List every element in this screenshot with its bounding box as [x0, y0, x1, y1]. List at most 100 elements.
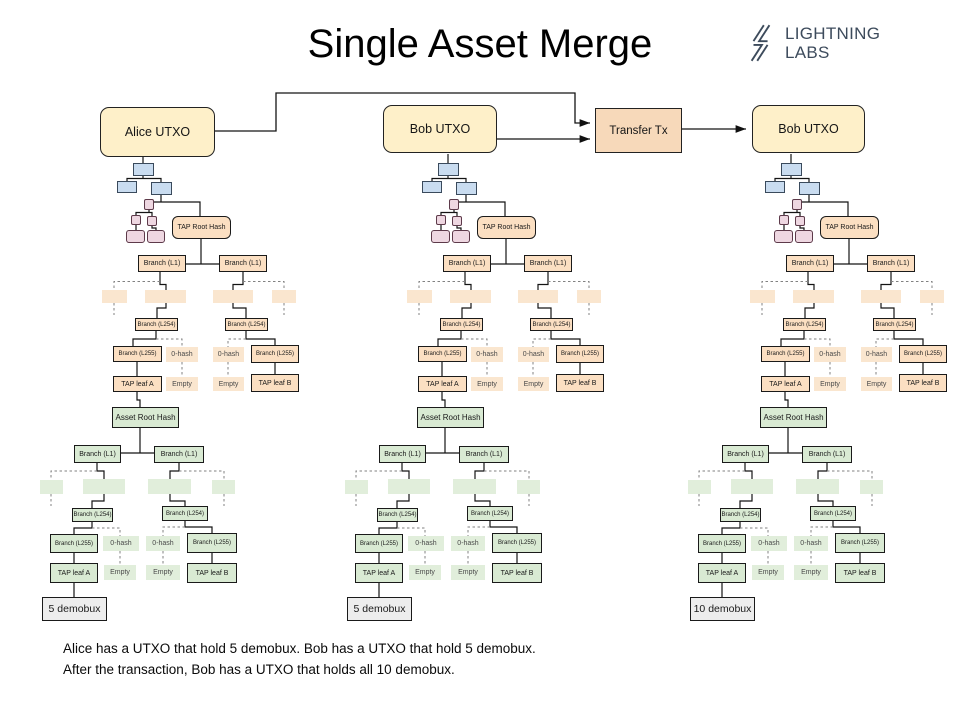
omitted-hash-node	[345, 480, 368, 494]
tap-branch-l255-right-node: Branch (L255)	[251, 345, 299, 363]
tap-branch-l254-left-node: Branch (L254)	[783, 318, 826, 331]
empty-leaf-node: Empty	[213, 377, 244, 391]
tx-merkle-node	[449, 199, 459, 210]
tree-connectors	[355, 154, 590, 597]
amount-box: 10 demobux	[690, 597, 755, 621]
caption: Alice has a UTXO that hold 5 demobux. Bo…	[63, 639, 536, 680]
omitted-hash-node	[796, 479, 839, 494]
omitted-hash-node	[407, 290, 432, 303]
tap-root-hash-node: TAP Root Hash	[820, 216, 879, 239]
asset-tap-leaf-b-node: TAP leaf B	[835, 563, 885, 583]
asset-root-hash-node: Asset Root Hash	[760, 407, 827, 428]
tap-branch-l254-right-node: Branch (L254)	[225, 318, 268, 331]
block-header-node	[151, 182, 172, 195]
zero-hash-node: 0-hash	[103, 536, 139, 551]
empty-leaf-node: Empty	[814, 377, 846, 391]
asset-branch-l254-left-node: Branch (L254)	[720, 508, 761, 522]
omitted-hash-node	[518, 290, 558, 303]
asset-branch-l1-left-node: Branch (L1)	[74, 445, 121, 463]
tx-node	[774, 230, 793, 243]
asset-root-hash-node: Asset Root Hash	[417, 407, 484, 428]
tx-merkle-node	[779, 215, 789, 225]
asset-branch-l255-right-node: Branch (L255)	[492, 533, 542, 553]
zero-hash-node: 0-hash	[861, 347, 892, 362]
page-title: Single Asset Merge	[307, 22, 653, 66]
tap-branch-l1-left-node: Branch (L1)	[443, 255, 491, 272]
caption-line1: Alice has a UTXO that hold 5 demobux. Bo…	[63, 641, 536, 656]
tap-branch-l1-left-node: Branch (L1)	[138, 255, 186, 272]
asset-branch-l254-right-node: Branch (L254)	[467, 506, 513, 521]
tap-leaf-b-node: TAP leaf B	[251, 374, 299, 392]
tx-merkle-node	[436, 215, 446, 225]
omitted-hash-node	[860, 480, 883, 494]
omitted-hash-node	[750, 290, 775, 303]
empty-leaf-node: Empty	[794, 565, 828, 580]
tap-branch-l1-right-node: Branch (L1)	[219, 255, 267, 272]
caption-line2: After the transaction, Bob has a UTXO th…	[63, 661, 455, 677]
omitted-hash-node	[388, 479, 430, 494]
omitted-hash-node	[861, 290, 901, 303]
empty-leaf-node: Empty	[752, 565, 784, 580]
omitted-hash-node	[920, 290, 944, 303]
empty-leaf-node: Empty	[409, 565, 441, 580]
block-header-node	[799, 182, 820, 195]
tap-leaf-a-node: TAP leaf A	[113, 376, 162, 392]
tx-node	[431, 230, 450, 243]
tx-merkle-node	[452, 216, 462, 226]
bob-utxo-after-box: Bob UTXO	[752, 105, 865, 153]
lightning-bolt-icon	[750, 24, 771, 62]
asset-branch-l1-left-node: Branch (L1)	[379, 445, 426, 463]
tap-branch-l254-right-node: Branch (L254)	[530, 318, 573, 331]
block-header-node	[117, 181, 137, 193]
zero-hash-node: 0-hash	[451, 536, 485, 551]
tap-branch-l255-right-node: Branch (L255)	[899, 345, 947, 363]
zero-hash-node: 0-hash	[146, 536, 180, 551]
block-header-node	[133, 163, 154, 176]
alice-utxo-box: Alice UTXO	[100, 107, 215, 157]
empty-leaf-node: Empty	[451, 565, 485, 580]
omitted-hash-node	[145, 290, 186, 303]
arrow-alice-to-transfer	[214, 92, 590, 132]
amount-box: 5 demobux	[42, 597, 107, 621]
logo-wordmark: LIGHTNING LABS	[785, 24, 880, 62]
block-header-node	[438, 163, 459, 176]
empty-leaf-node: Empty	[471, 377, 503, 391]
omitted-hash-node	[731, 479, 773, 494]
asset-branch-l1-right-node: Branch (L1)	[802, 446, 852, 463]
tap-branch-l254-left-node: Branch (L254)	[135, 318, 178, 331]
block-header-node	[422, 181, 442, 193]
tx-node	[795, 230, 813, 243]
asset-branch-l254-right-node: Branch (L254)	[810, 506, 856, 521]
tap-leaf-b-node: TAP leaf B	[556, 374, 604, 392]
tx-merkle-node	[144, 199, 154, 210]
transfer-tx-box: Transfer Tx	[595, 108, 682, 153]
asset-branch-l255-left-node: Branch (L255)	[355, 534, 403, 553]
omitted-hash-node	[212, 480, 235, 494]
lightning-labs-logo: LIGHTNING LABS	[746, 22, 880, 64]
empty-leaf-node: Empty	[518, 377, 549, 391]
asset-branch-l1-left-node: Branch (L1)	[722, 445, 769, 463]
tap-branch-l255-left-node: Branch (L255)	[418, 346, 467, 362]
tx-merkle-node	[131, 215, 141, 225]
tx-merkle-node	[147, 216, 157, 226]
asset-root-hash-node: Asset Root Hash	[112, 407, 179, 428]
tap-branch-l255-left-node: Branch (L255)	[113, 346, 162, 362]
empty-leaf-node: Empty	[166, 377, 198, 391]
asset-tap-leaf-b-node: TAP leaf B	[187, 563, 237, 583]
asset-branch-l1-right-node: Branch (L1)	[154, 446, 204, 463]
tap-leaf-a-node: TAP leaf A	[418, 376, 467, 392]
tx-merkle-node	[792, 199, 802, 210]
omitted-hash-node	[272, 290, 296, 303]
zero-hash-node: 0-hash	[213, 347, 244, 362]
tap-branch-l255-left-node: Branch (L255)	[761, 346, 810, 362]
asset-branch-l1-right-node: Branch (L1)	[459, 446, 509, 463]
asset-tap-leaf-a-node: TAP leaf A	[50, 563, 98, 583]
asset-branch-l254-left-node: Branch (L254)	[72, 508, 113, 522]
empty-leaf-node: Empty	[146, 565, 180, 580]
tap-leaf-b-node: TAP leaf B	[899, 374, 947, 392]
omitted-hash-node	[577, 290, 601, 303]
tap-branch-l1-left-node: Branch (L1)	[786, 255, 834, 272]
omitted-hash-node	[793, 290, 834, 303]
amount-box: 5 demobux	[347, 597, 412, 621]
